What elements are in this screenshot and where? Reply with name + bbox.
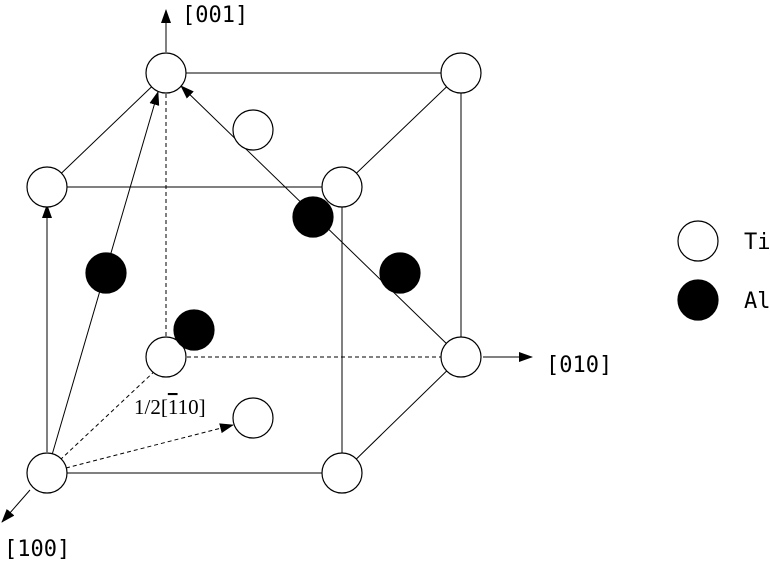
al-atom bbox=[379, 252, 421, 294]
al-atom bbox=[292, 196, 334, 238]
al-atoms bbox=[85, 196, 421, 351]
ti-atom bbox=[440, 52, 482, 94]
ti-atom bbox=[440, 336, 482, 378]
ti-atom bbox=[232, 109, 274, 151]
z-axis-label: [001] bbox=[182, 3, 248, 28]
ti-atom bbox=[321, 166, 363, 208]
ti-atom bbox=[321, 452, 363, 494]
ti-atom bbox=[26, 166, 68, 208]
ti-atom bbox=[26, 452, 68, 494]
ti-atom bbox=[145, 52, 187, 94]
al-atom bbox=[173, 309, 215, 351]
legend-ti-swatch bbox=[677, 220, 719, 262]
vector-label: 1/2[110] bbox=[134, 395, 206, 419]
y-axis-label: [010] bbox=[546, 353, 612, 378]
ti-atom bbox=[145, 336, 187, 378]
vector-half-110-arrow bbox=[65, 423, 234, 469]
vector-dashed-back bbox=[59, 367, 159, 461]
x-axis-arrow bbox=[1, 489, 31, 523]
legend-al-swatch bbox=[677, 279, 719, 321]
ti-atoms bbox=[26, 52, 482, 494]
legend-ti-label: Ti bbox=[744, 230, 770, 255]
legend-al-label: Al bbox=[744, 289, 770, 314]
legend: Ti Al bbox=[677, 220, 770, 321]
al-atom bbox=[85, 252, 127, 294]
ti-atom bbox=[232, 397, 274, 439]
x-axis-label: [100] bbox=[4, 537, 70, 562]
cube-edges bbox=[46, 72, 462, 474]
